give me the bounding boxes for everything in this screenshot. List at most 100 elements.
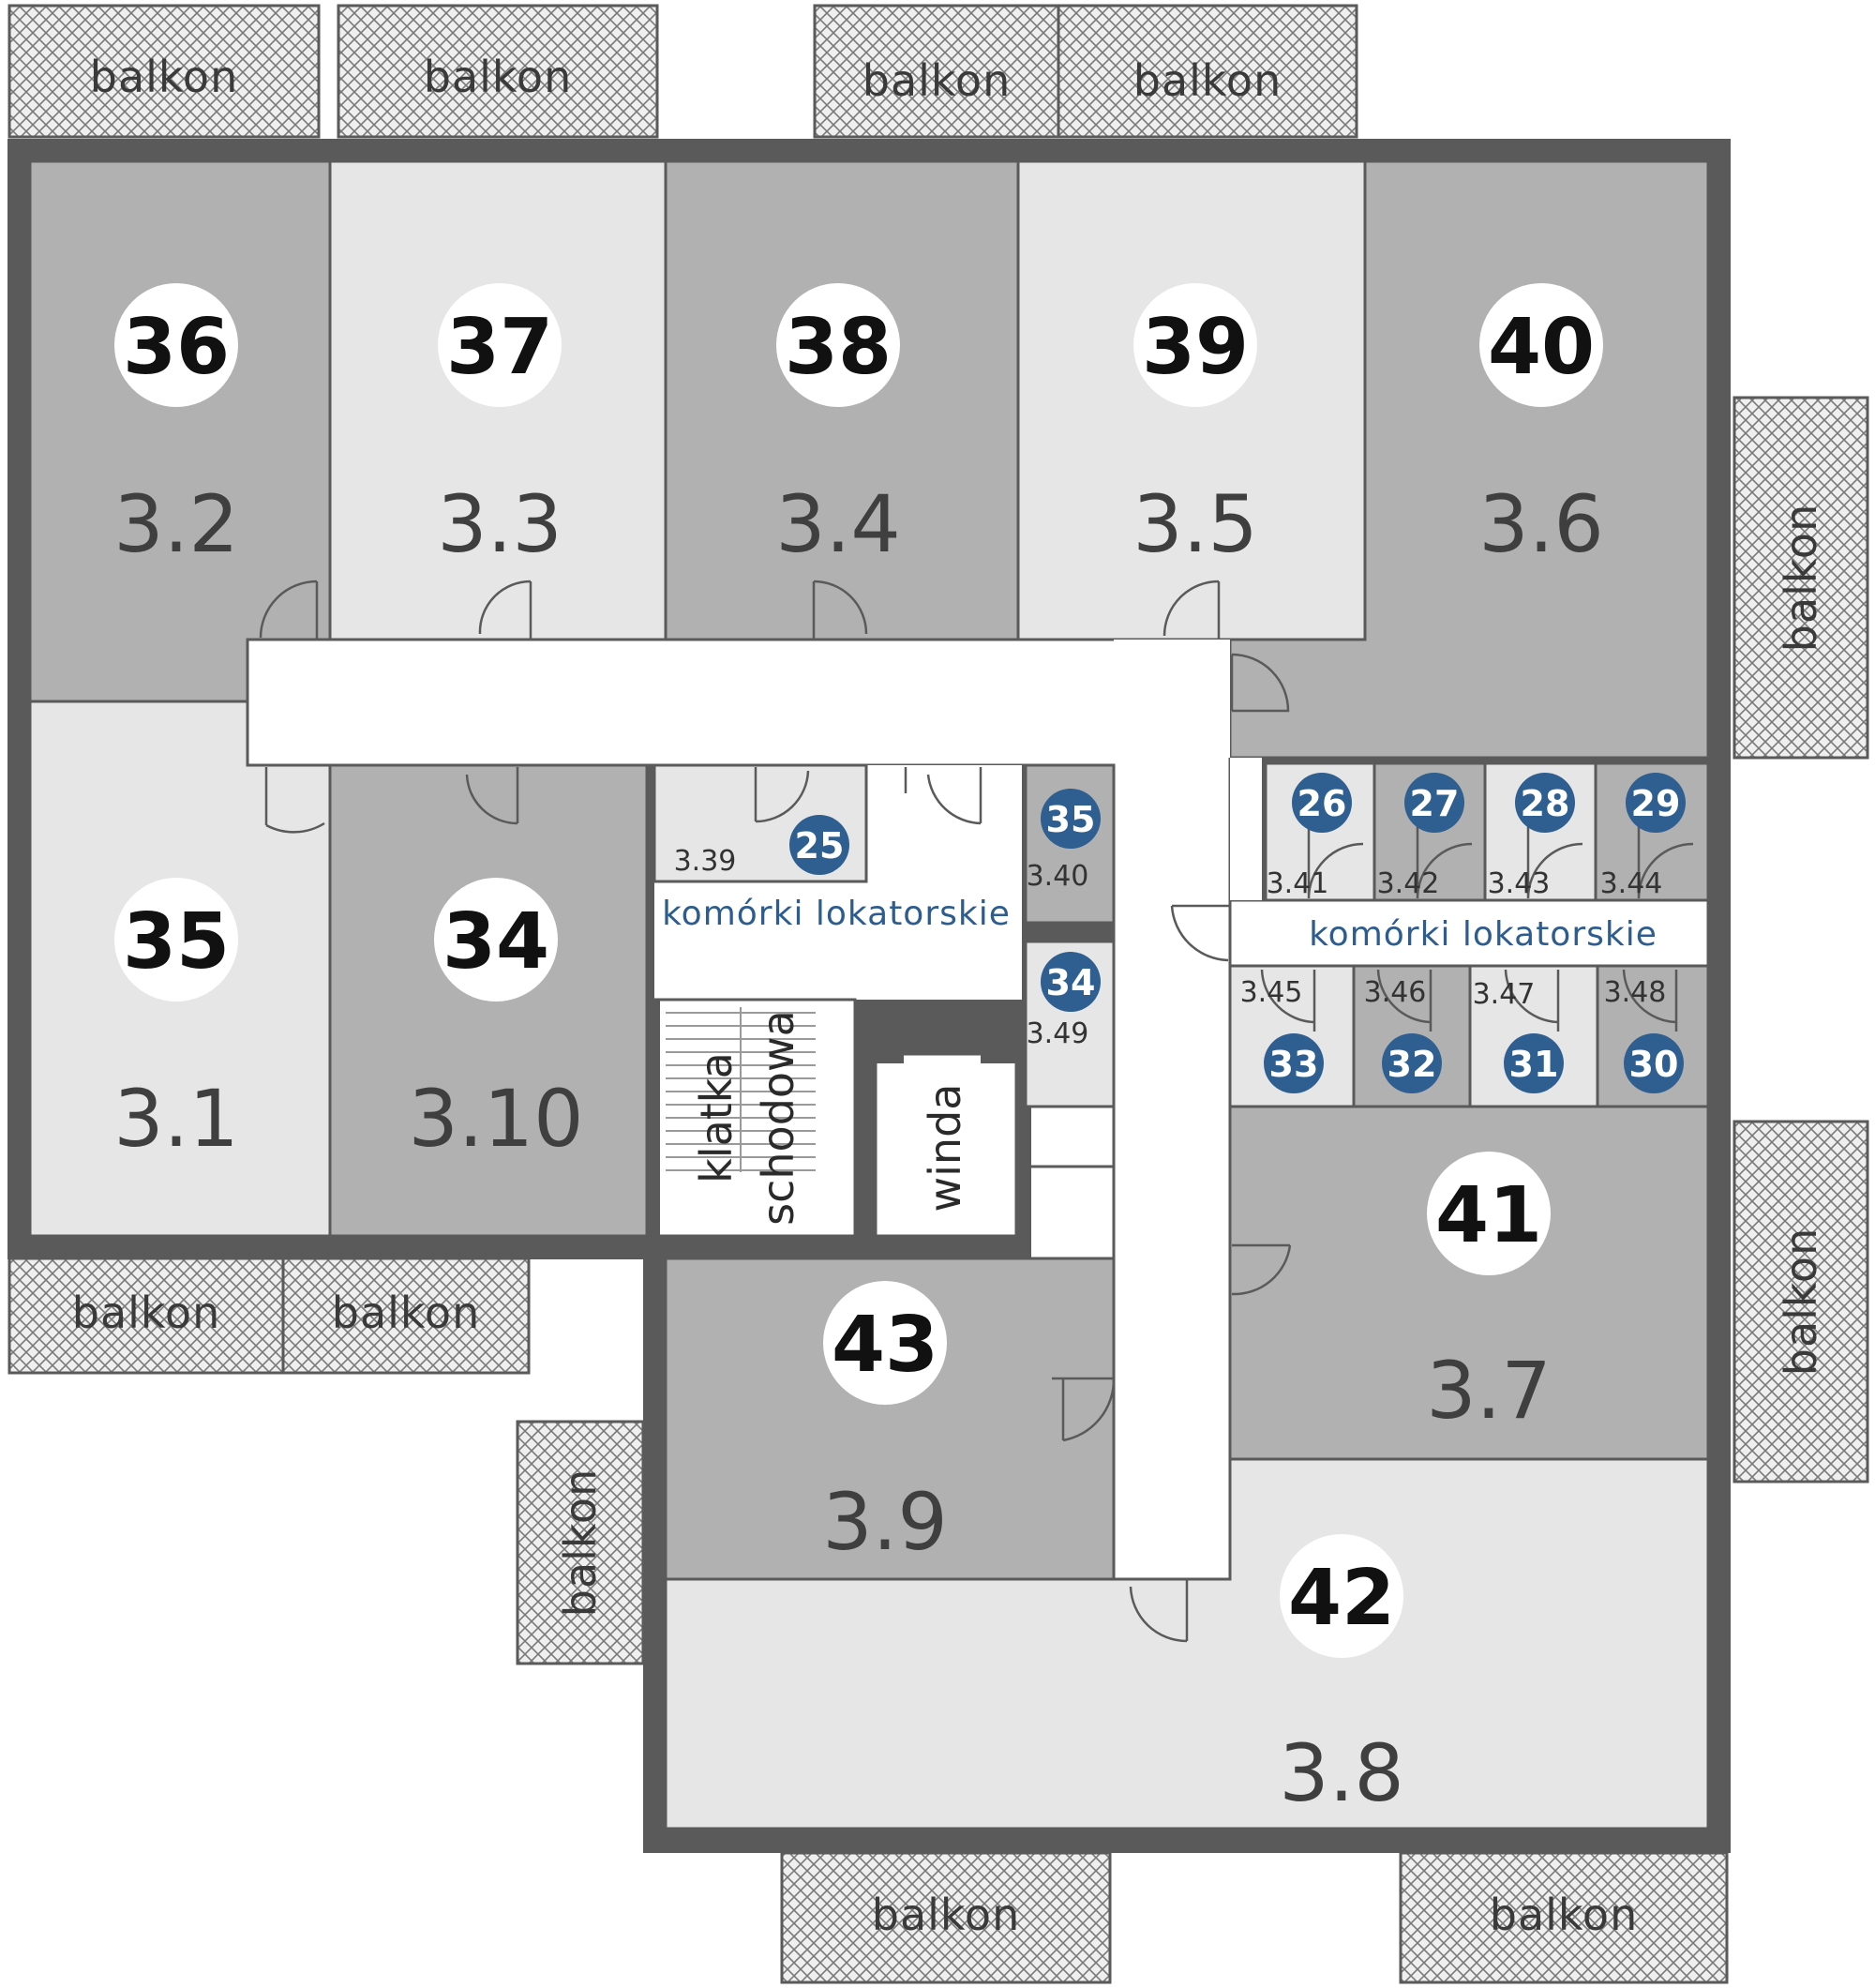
corridor-link [1020,1105,1116,1260]
storage-code: 3.46 [1364,976,1427,1009]
balcony-bottom-left-2[interactable]: balkon [281,1257,531,1375]
storage-29[interactable]: 29 3.44 [1600,773,1686,900]
storage-code: 3.43 [1488,867,1551,900]
storage-code: 3.49 [1027,1017,1089,1050]
apartment-code: 3.8 [1279,1727,1404,1819]
balcony-left-mid[interactable]: balkon [516,1420,645,1665]
door-42 [1129,1579,1189,1643]
balconies: balkon balkon balkon balkon balkon balko… [8,4,1869,1984]
door-35 [264,767,325,834]
balkon-label: balkon [424,52,572,102]
balkon-label: balkon [1776,1227,1826,1376]
storage-32[interactable]: 32 3.46 [1364,976,1442,1093]
storage-labels: 25 3.39 35 3.40 34 3.49 26 3.41 27 3.42 … [674,773,1686,1093]
storage-28[interactable]: 28 3.43 [1488,773,1575,900]
storage-code: 3.42 [1377,867,1440,900]
balkon-label: balkon [1776,504,1826,652]
apartment-38[interactable]: 38 3.4 [775,283,901,570]
storage-number: 34 [1046,962,1096,1003]
storage-code: 3.45 [1240,976,1303,1009]
door-38 [812,580,868,640]
unit-36[interactable] [28,159,332,703]
storage-number: 29 [1631,783,1681,824]
storage-25[interactable]: 25 3.39 [674,815,849,878]
balcony-right-2[interactable]: balkon [1732,1120,1869,1483]
storage-27[interactable]: 27 3.42 [1377,773,1464,900]
storage-code: 3.41 [1267,867,1329,900]
balcony-bottom-1[interactable]: balkon [780,1851,1112,1984]
balcony-top-3[interactable]: balkon [813,4,1060,139]
storage-34[interactable]: 34 3.49 [1027,952,1101,1050]
door-hall-left [904,767,982,825]
balcony-top-1[interactable]: balkon [8,4,321,139]
balkon-label: balkon [1133,55,1282,106]
elevator[interactable] [874,1052,1018,1238]
corridor-upper [246,638,1232,767]
balkon-label: balkon [872,1890,1020,1940]
apartment-number: 37 [446,303,553,392]
apartment-number: 41 [1435,1171,1542,1260]
balcony-top-2[interactable]: balkon [337,4,659,139]
balkon-label: balkon [555,1468,606,1617]
door-storage-25 [754,767,810,823]
apartment-number: 34 [442,897,549,986]
balkon-label: balkon [862,55,1011,106]
apartment-34[interactable]: 34 3.10 [408,878,584,1165]
corridor-vertical [1114,640,1230,1579]
storage-number: 31 [1509,1044,1559,1085]
doors [259,580,1694,1643]
storage-label-left: komórki lokatorskie [662,895,1011,933]
storage-number: 32 [1388,1044,1437,1085]
door-right-hall [1170,904,1230,962]
balkon-label: balkon [90,52,238,102]
apartment-code: 3.5 [1132,478,1258,570]
storage-number: 28 [1521,783,1570,824]
balcony-right-1[interactable]: balkon [1732,396,1869,760]
storage-code: 3.44 [1600,867,1663,900]
elevator-label: winda [920,1084,970,1212]
balcony-top-4[interactable]: balkon [1057,4,1358,139]
apartment-number: 42 [1288,1554,1395,1643]
apartment-code: 3.3 [437,478,562,570]
apartment-35[interactable]: 35 3.1 [113,878,239,1165]
door-37 [478,580,532,640]
door-41 [1231,1243,1292,1296]
balkon-label: balkon [72,1288,220,1338]
storage-30[interactable]: 30 3.48 [1604,976,1684,1093]
apartment-code: 3.1 [113,1073,239,1165]
apartment-number: 43 [832,1301,938,1390]
door-39 [1162,580,1221,640]
apartment-number: 35 [123,897,230,986]
storage-number: 30 [1629,1044,1679,1085]
storage-33[interactable]: 33 3.45 [1240,976,1324,1093]
storage-number: 33 [1269,1044,1319,1085]
unit-37[interactable] [328,159,668,641]
apartment-code: 3.2 [113,478,239,570]
storage-code: 3.40 [1027,860,1089,893]
apartment-43[interactable]: 43 3.9 [822,1281,948,1568]
storage-26[interactable]: 26 3.41 [1267,773,1352,900]
balcony-bottom-2[interactable]: balkon [1399,1851,1729,1984]
apartment-labels: 36 3.2 37 3.3 38 3.4 39 3.5 40 3.6 35 3.… [113,283,1604,1819]
apartment-code: 3.9 [822,1476,948,1568]
apartment-number: 39 [1142,303,1249,392]
storage-code: 3.48 [1604,976,1667,1009]
balkon-label: balkon [1490,1890,1638,1940]
door-40 [1230,653,1290,713]
apartment-40[interactable]: 40 3.6 [1478,283,1604,570]
door-36 [259,580,319,640]
apartment-number: 36 [123,303,230,392]
apartment-code: 3.10 [408,1073,583,1165]
apartment-37[interactable]: 37 3.3 [437,283,562,570]
apartment-41[interactable]: 41 3.7 [1426,1152,1552,1437]
balcony-bottom-left-1[interactable]: balkon [8,1257,285,1375]
storage-code: 3.39 [674,845,737,878]
apartment-42[interactable]: 42 3.8 [1279,1534,1404,1819]
apartment-36[interactable]: 36 3.2 [113,283,239,570]
stair-treads [666,1007,816,1172]
storage-35[interactable]: 35 3.40 [1027,789,1101,893]
stair-label-schodowa: schodowa [753,1010,803,1226]
apartment-39[interactable]: 39 3.5 [1132,283,1258,570]
storage-31[interactable]: 31 3.47 [1473,978,1564,1093]
door-43 [1052,1377,1116,1442]
